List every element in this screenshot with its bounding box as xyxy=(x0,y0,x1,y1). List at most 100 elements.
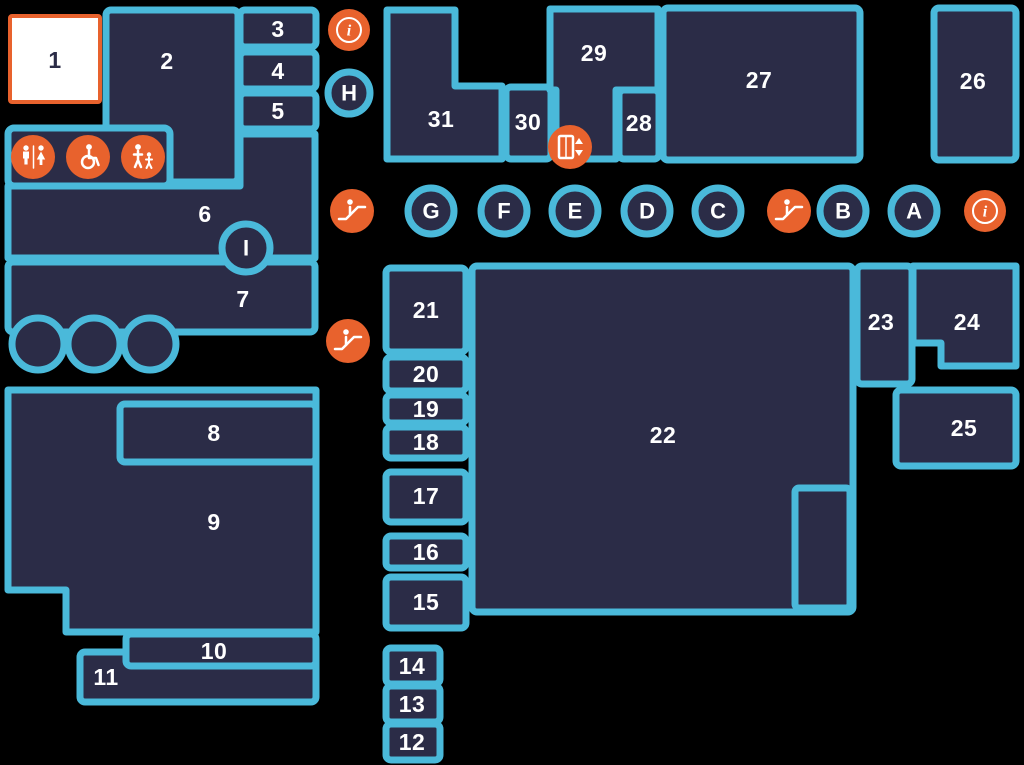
info-glyph: i xyxy=(347,23,352,40)
unit-15-region[interactable] xyxy=(382,573,470,632)
info-glyph: i xyxy=(983,204,988,221)
unit-14-label: 14 xyxy=(399,653,426,679)
unit-12-label: 12 xyxy=(399,729,426,755)
escalator-marker-circle xyxy=(767,189,811,233)
restroom-icon[interactable] xyxy=(11,135,55,179)
column-marker xyxy=(120,314,180,374)
unit-15-label: 15 xyxy=(413,589,440,615)
accessible-icon[interactable] xyxy=(66,135,110,179)
unit-1-region[interactable] xyxy=(8,14,102,104)
unit-19-region[interactable] xyxy=(382,391,470,427)
unit-20-region[interactable] xyxy=(382,353,470,395)
unit-21-label: 21 xyxy=(413,297,440,323)
unit-29-region[interactable] xyxy=(546,5,662,163)
unit-27-label: 27 xyxy=(746,67,773,93)
unit-22-service-area xyxy=(791,484,854,612)
unit-23-label: 23 xyxy=(868,309,895,335)
info-icon[interactable]: i xyxy=(328,9,370,51)
entrance-badge-h-circle xyxy=(324,68,374,118)
unit-17-label: 17 xyxy=(413,483,440,509)
unit-20-label: 20 xyxy=(413,361,440,387)
family-restroom-icon[interactable] xyxy=(121,135,165,179)
unit-11-label: 11 xyxy=(93,664,118,690)
entrance-badge-b-circle xyxy=(816,184,870,238)
unit-28-region[interactable] xyxy=(615,86,663,163)
escalator-icon[interactable] xyxy=(330,189,374,233)
entrance-badge-h[interactable]: H xyxy=(324,68,374,118)
unit-5-region[interactable] xyxy=(236,89,320,133)
unit-7-label: 7 xyxy=(236,286,249,312)
escalator-icon[interactable] xyxy=(767,189,811,233)
unit-6-label: 6 xyxy=(198,201,211,227)
unit-1-label: 1 xyxy=(48,47,61,73)
unit-3-label: 3 xyxy=(271,16,284,42)
unit-8-region[interactable] xyxy=(116,400,320,466)
info-icon[interactable]: i xyxy=(964,190,1006,232)
unit-18-label: 18 xyxy=(413,429,440,455)
unit-22-region[interactable] xyxy=(468,262,857,616)
entrance-badge-i-label: I xyxy=(243,236,249,261)
entrance-badge-d-circle xyxy=(620,184,674,238)
entrance-badge-c-label: C xyxy=(710,199,726,224)
entrance-badge-g[interactable]: G xyxy=(404,184,458,238)
unit-3-region[interactable] xyxy=(236,6,320,51)
entrance-badge-a[interactable]: A xyxy=(887,184,941,238)
entrance-badge-d[interactable]: D xyxy=(620,184,674,238)
entrance-badge-d-label: D xyxy=(639,199,655,224)
unit-4-region[interactable] xyxy=(236,48,320,93)
unit-10-label: 10 xyxy=(201,638,228,664)
entrance-badge-a-circle xyxy=(887,184,941,238)
entrance-badge-c[interactable]: C xyxy=(691,184,745,238)
unit-31-region[interactable] xyxy=(383,6,506,163)
entrance-badge-e-label: E xyxy=(568,199,583,224)
unit-9-label: 9 xyxy=(207,509,220,535)
entrance-badge-i-circle xyxy=(218,220,274,276)
unit-10-region[interactable] xyxy=(122,630,320,670)
escalator-marker-circle xyxy=(326,319,370,363)
entrance-badge-i[interactable]: I xyxy=(218,220,274,276)
unit-28-label: 28 xyxy=(626,110,653,136)
unit-17-region[interactable] xyxy=(382,468,470,526)
unit-13-label: 13 xyxy=(399,691,426,717)
column-marker xyxy=(8,314,68,374)
unit-16-label: 16 xyxy=(413,539,440,565)
entrance-badge-f-label: F xyxy=(497,199,510,224)
entrance-badge-h-label: H xyxy=(341,81,357,106)
unit-30-label: 30 xyxy=(515,109,542,135)
elevator-icon[interactable] xyxy=(548,125,592,169)
entrance-badge-g-circle xyxy=(404,184,458,238)
unit-18-region[interactable] xyxy=(382,423,470,462)
unit-24-region[interactable] xyxy=(909,262,1020,370)
unit-16-region[interactable] xyxy=(382,532,470,572)
elevator-marker-circle xyxy=(548,125,592,169)
entrance-badge-f[interactable]: F xyxy=(477,184,531,238)
entrance-badge-e[interactable]: E xyxy=(548,184,602,238)
column-marker xyxy=(64,314,124,374)
unit-21-region[interactable] xyxy=(382,264,470,356)
unit-29-label: 29 xyxy=(581,40,608,66)
entrance-badge-a-label: A xyxy=(906,199,922,224)
entrance-badge-b[interactable]: B xyxy=(816,184,870,238)
unit-5-label: 5 xyxy=(271,98,284,124)
unit-25-region[interactable] xyxy=(892,386,1020,470)
unit-2-label: 2 xyxy=(160,48,173,74)
unit-4-label: 4 xyxy=(271,58,284,84)
unit-25-label: 25 xyxy=(951,415,978,441)
unit-8-label: 8 xyxy=(207,420,220,446)
unit-26-label: 26 xyxy=(960,68,987,94)
escalator-marker-circle xyxy=(330,189,374,233)
escalator-icon[interactable] xyxy=(326,319,370,363)
unit-27-region[interactable] xyxy=(659,4,864,164)
unit-30-region[interactable] xyxy=(502,83,555,163)
unit-31-label: 31 xyxy=(428,106,455,132)
unit-19-label: 19 xyxy=(413,396,440,422)
entrance-badge-c-circle xyxy=(691,184,745,238)
unit-22-label: 22 xyxy=(650,422,677,448)
entrance-badge-g-label: G xyxy=(422,199,439,224)
unit-12-region[interactable] xyxy=(382,720,444,764)
entrance-badge-b-label: B xyxy=(835,199,851,224)
unit-26-region[interactable] xyxy=(930,4,1020,164)
unit-24-label: 24 xyxy=(954,309,981,335)
